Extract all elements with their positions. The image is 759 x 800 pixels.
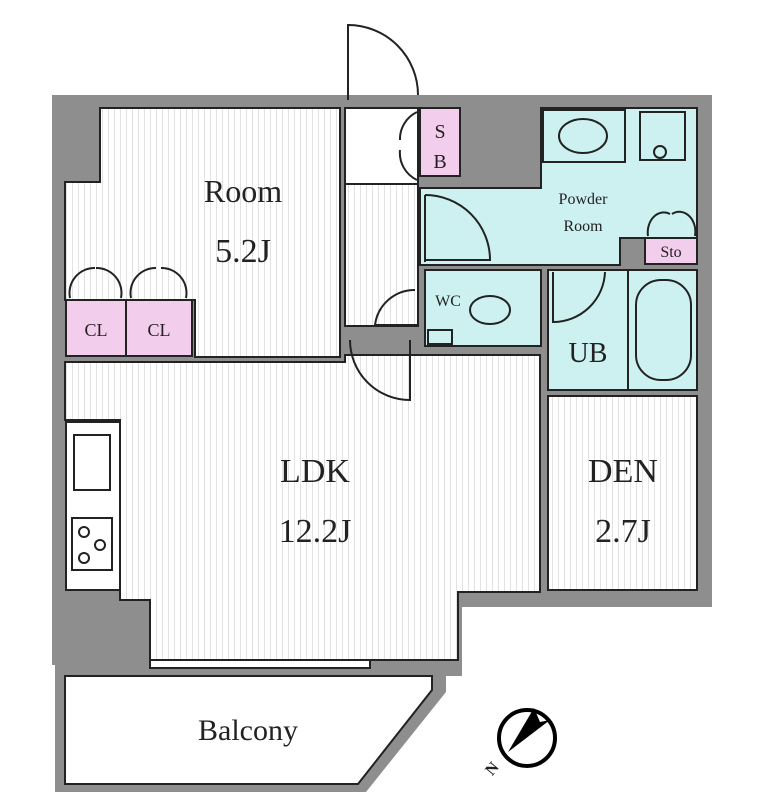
compass-icon	[497, 708, 557, 768]
closet-1-label: CL	[84, 320, 107, 340]
powder-room	[419, 107, 698, 266]
stove-icon	[71, 517, 113, 571]
wc	[424, 269, 542, 347]
den-size: 2.7J	[595, 513, 651, 550]
ldk-label: LDK	[280, 453, 350, 490]
sliding-window[interactable]	[149, 659, 371, 669]
room-ldk	[64, 354, 541, 661]
sink-icon	[558, 118, 608, 154]
ub-label: UB	[569, 338, 608, 369]
den-label: DEN	[588, 453, 658, 490]
bathtub-icon	[635, 279, 692, 381]
balcony	[64, 675, 433, 785]
wc-label: WC	[435, 293, 461, 310]
closet-2[interactable]	[125, 299, 193, 357]
room-den	[547, 395, 698, 591]
balcony-label: Balcony	[198, 714, 298, 747]
drain-icon	[653, 145, 667, 159]
shoe-box-label-s: S	[434, 121, 445, 143]
storage-label: Sto	[660, 244, 681, 261]
storage-sto[interactable]	[644, 237, 698, 265]
compass-north-label: N	[482, 759, 503, 779]
closet-2-label: CL	[147, 320, 170, 340]
ldk-size: 12.2J	[279, 513, 352, 550]
room-size: 5.2J	[215, 233, 271, 270]
entrance-door[interactable]	[347, 23, 419, 100]
powder-room-label-1: Powder	[559, 191, 609, 208]
toilet-icon	[469, 295, 511, 325]
unit-bath	[547, 269, 698, 391]
room-label: Room	[204, 173, 282, 209]
shoe-box-label-b: B	[433, 151, 446, 173]
shoe-box[interactable]	[419, 107, 461, 177]
kitchen-sink-icon	[73, 434, 111, 491]
powder-room-label-2: Room	[563, 218, 603, 235]
room-bedroom	[64, 107, 341, 358]
